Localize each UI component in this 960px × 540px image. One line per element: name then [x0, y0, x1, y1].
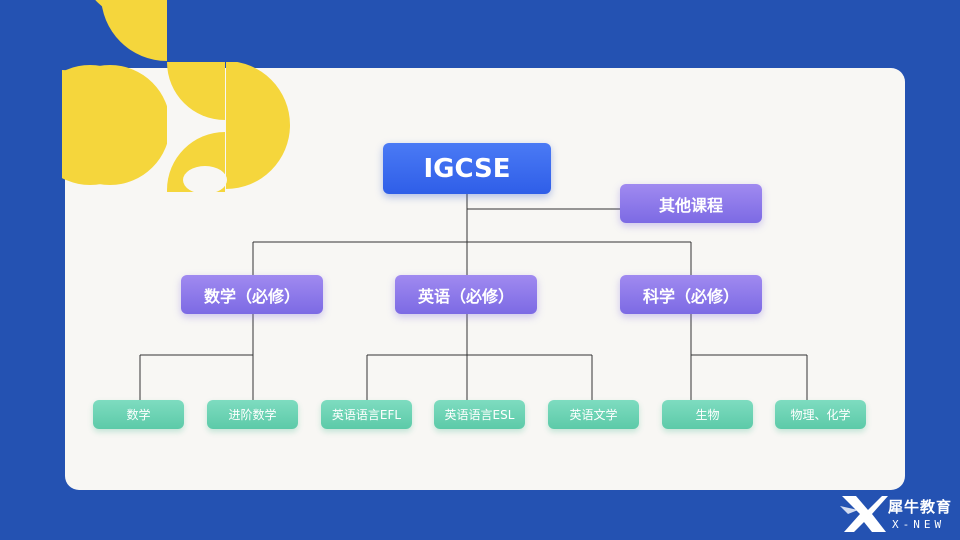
subject-node-math: 数学（必修）: [181, 275, 323, 314]
subject-node-english: 英语（必修）: [395, 275, 537, 314]
yellow-decoration: [62, 0, 290, 194]
logo-name: 犀牛教育: [888, 498, 953, 516]
logo-sub: X-NEW: [892, 518, 946, 531]
leaf-node: 英语文学: [548, 400, 639, 429]
leaf-node: 生物: [662, 400, 753, 429]
subject-node-science: 科学（必修）: [620, 275, 762, 314]
leaf-node: 英语语言EFL: [321, 400, 412, 429]
root-node: IGCSE: [383, 143, 551, 194]
leaf-node: 英语语言ESL: [434, 400, 525, 429]
logo-x-icon: [840, 496, 888, 532]
other-courses-node: 其他课程: [620, 184, 762, 223]
leaf-node: 进阶数学: [207, 400, 298, 429]
leaf-node: 物理、化学: [775, 400, 866, 429]
leaf-node: 数学: [93, 400, 184, 429]
